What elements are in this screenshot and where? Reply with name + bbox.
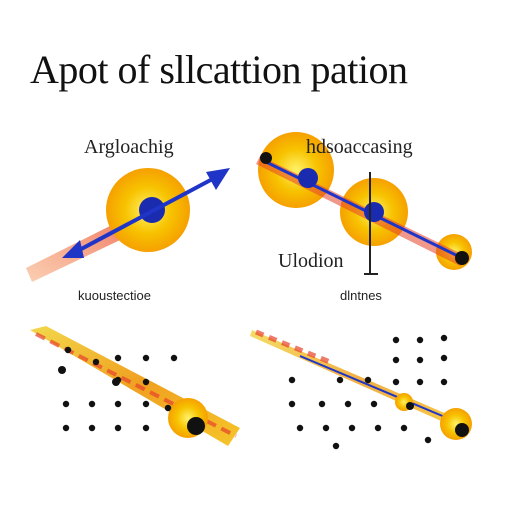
beam-line [261, 158, 463, 260]
lattice-dot [88, 400, 96, 408]
lattice-dot [416, 356, 424, 364]
lattice-dot [58, 366, 66, 374]
lattice-dot [424, 436, 432, 444]
label-bottom-left: kuoustectioe [78, 288, 151, 303]
lattice-dot [416, 336, 424, 344]
lattice-dot [400, 424, 408, 432]
lattice-dot [170, 354, 178, 362]
panel-lattice-right [250, 329, 472, 450]
label-middle-right: Ulodion [278, 250, 344, 272]
lattice-dot [114, 400, 122, 408]
lattice-dot [62, 400, 70, 408]
label-bottom-right: dlntnes [340, 288, 382, 303]
page-title: Apot of sllcattion pation [30, 47, 408, 92]
lattice-dot [392, 378, 400, 386]
lattice-dots [58, 346, 178, 432]
lattice-dot [142, 400, 150, 408]
lattice-dot [344, 400, 352, 408]
blue-track [299, 355, 453, 421]
arrow-head-right [206, 168, 230, 190]
particle-core [364, 202, 384, 222]
lattice-dot [142, 354, 150, 362]
particle-core-small [406, 402, 414, 410]
lattice-dot [114, 424, 122, 432]
lattice-dot [142, 378, 150, 386]
lattice-dot [318, 400, 326, 408]
lattice-dot [440, 378, 448, 386]
lattice-dot [416, 378, 424, 386]
panel-deflection-left [26, 168, 230, 282]
particle-core [298, 168, 318, 188]
lattice-dot [114, 354, 122, 362]
lattice-dots [288, 334, 448, 450]
lattice-dot [164, 404, 172, 412]
label-top-right: hdsoaccasing [306, 136, 413, 158]
lattice-dot [364, 376, 372, 384]
lattice-dot [440, 334, 448, 342]
particle-core-small [455, 251, 469, 265]
lattice-dot [336, 376, 344, 384]
lattice-dot [332, 442, 340, 450]
lattice-dot [374, 424, 382, 432]
particle-start [260, 152, 272, 164]
label-top-left: Argloachig [84, 136, 174, 158]
lattice-dot [64, 346, 72, 354]
lattice-dot [348, 424, 356, 432]
lattice-dot [288, 376, 296, 384]
lattice-dot [370, 400, 378, 408]
lattice-dot [322, 424, 330, 432]
glow-sphere [440, 408, 472, 440]
arrow-head-left [62, 240, 84, 258]
arrow-line [69, 173, 221, 257]
lattice-dot [392, 356, 400, 364]
lattice-dot [92, 358, 100, 366]
lattice-dot [392, 336, 400, 344]
lattice-dot [288, 400, 296, 408]
lattice-dot [440, 354, 448, 362]
particle-core [455, 423, 469, 437]
panel-lattice-left [30, 326, 240, 446]
lattice-dot [112, 378, 120, 386]
yellow-beam [30, 326, 240, 446]
red-streak [255, 329, 331, 365]
lattice-dot [296, 424, 304, 432]
particle-core [187, 417, 205, 435]
panel-collision-right [256, 132, 472, 275]
lattice-dot [88, 424, 96, 432]
lattice-dot [62, 424, 70, 432]
lattice-dot [142, 424, 150, 432]
